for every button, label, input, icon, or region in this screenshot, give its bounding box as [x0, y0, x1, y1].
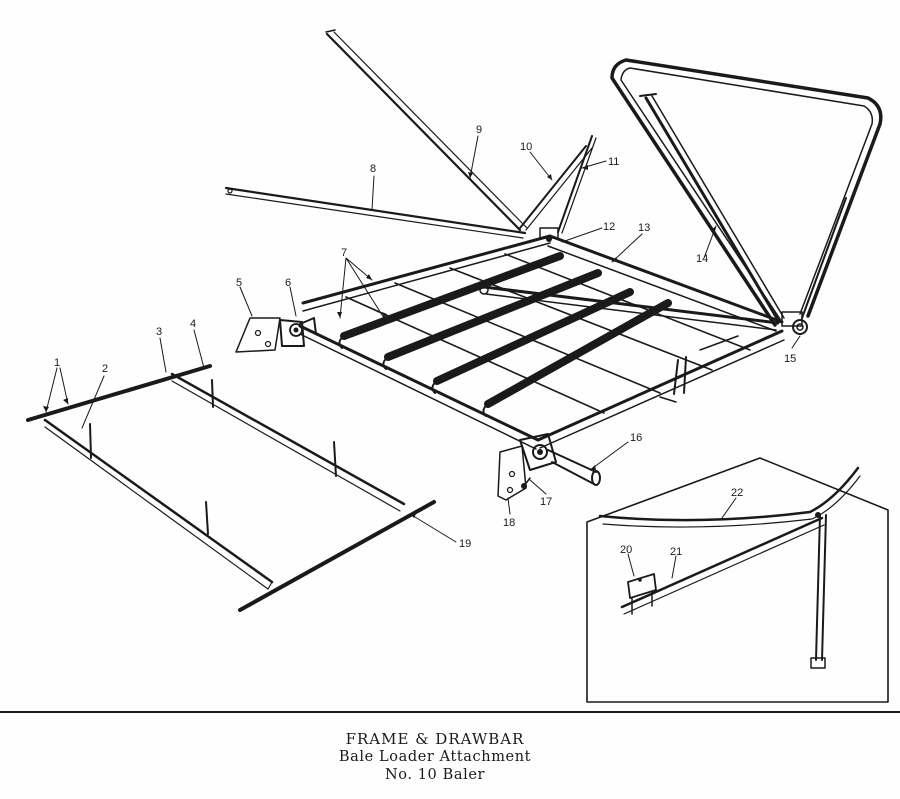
callout-12: 12	[603, 221, 615, 233]
callout-13: 13	[638, 222, 650, 234]
caption-subtitle: Bale Loader Attachment	[338, 749, 532, 765]
main-frame	[298, 234, 785, 450]
bracket-5-6	[235, 317, 317, 353]
callout-18: 18	[503, 517, 515, 529]
callout-10: 10	[520, 141, 532, 153]
callout-19: 19	[459, 538, 471, 550]
caption-divider	[0, 711, 900, 713]
callout-8: 8	[370, 163, 376, 175]
callout-2: 2	[102, 363, 108, 375]
callout-11: 11	[608, 156, 619, 168]
callout-16: 16	[630, 432, 642, 444]
callout-9: 9	[476, 124, 482, 136]
callout-5: 5	[236, 277, 242, 289]
figure-caption: FRAME & DRAWBAR Bale Loader Attachment N…	[0, 730, 870, 784]
callout-leaders	[45, 135, 801, 579]
axle-assembly	[497, 433, 601, 501]
upper-rails	[224, 29, 597, 242]
callout-22: 22	[731, 487, 743, 499]
guard-frame	[610, 58, 883, 335]
callout-20: 20	[620, 544, 632, 556]
diagonal-brace	[482, 285, 780, 325]
callout-3: 3	[156, 326, 162, 338]
callout-labels: 1 2 3 4 5 6 7 8 9 10 11 12 13 14 15 16 1…	[54, 124, 796, 558]
callout-15: 15	[784, 353, 796, 365]
slat-set	[338, 252, 672, 417]
drawbar-assembly	[26, 364, 436, 612]
callout-arrows	[43, 165, 716, 518]
callout-6: 6	[285, 277, 291, 289]
caption-model: No. 10 Baler	[384, 767, 486, 783]
exploded-parts-diagram: 1 2 3 4 5 6 7 8 9 10 11 12 13 14 15 16 1…	[26, 29, 889, 703]
callout-14: 14	[696, 253, 708, 265]
callout-17: 17	[540, 496, 552, 508]
caption-title: FRAME & DRAWBAR	[345, 730, 525, 748]
callout-21: 21	[670, 546, 682, 558]
callout-4: 4	[190, 318, 196, 330]
inset-detail	[586, 457, 889, 703]
callout-1: 1	[54, 357, 60, 369]
callout-7: 7	[341, 247, 347, 259]
